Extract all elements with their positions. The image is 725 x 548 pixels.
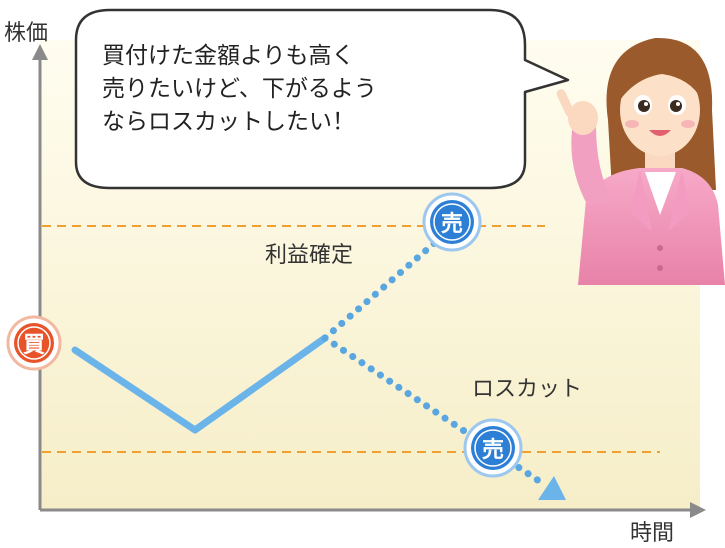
sell-marker-top-label: 売 [441, 211, 463, 237]
speech-bubble-text: 買付けた金額よりも高く 売りたいけど、下がるよう ならロスカットしたい！ [102, 40, 502, 139]
speech-line-3: ならロスカットしたい！ [102, 109, 355, 135]
speech-line-1: 買付けた金額よりも高く [102, 43, 355, 69]
sell-marker-top: 売 [422, 192, 482, 252]
stop-loss-label: ロスカット [472, 377, 582, 402]
speech-bubble [74, 8, 570, 190]
sell-marker-bottom: 売 [463, 418, 523, 478]
price-line [71, 334, 329, 434]
speech-line-2: 売りたいけど、下がるよう [102, 76, 377, 102]
x-axis-label: 時間 [630, 521, 674, 546]
profit-path [321, 236, 442, 342]
buy-marker-label: 買 [23, 333, 45, 358]
sell-marker-bottom-label: 売 [482, 437, 504, 463]
businesswoman-illustration [556, 37, 725, 285]
buy-marker: 買 [6, 315, 62, 371]
y-axis-label: 株価 [4, 21, 48, 46]
y-axis-arrow [32, 44, 48, 60]
profit-taking-label: 利益確定 [265, 243, 353, 268]
x-axis-arrow [690, 502, 706, 518]
axes [32, 44, 706, 518]
loss-path-arrowhead [538, 476, 566, 500]
